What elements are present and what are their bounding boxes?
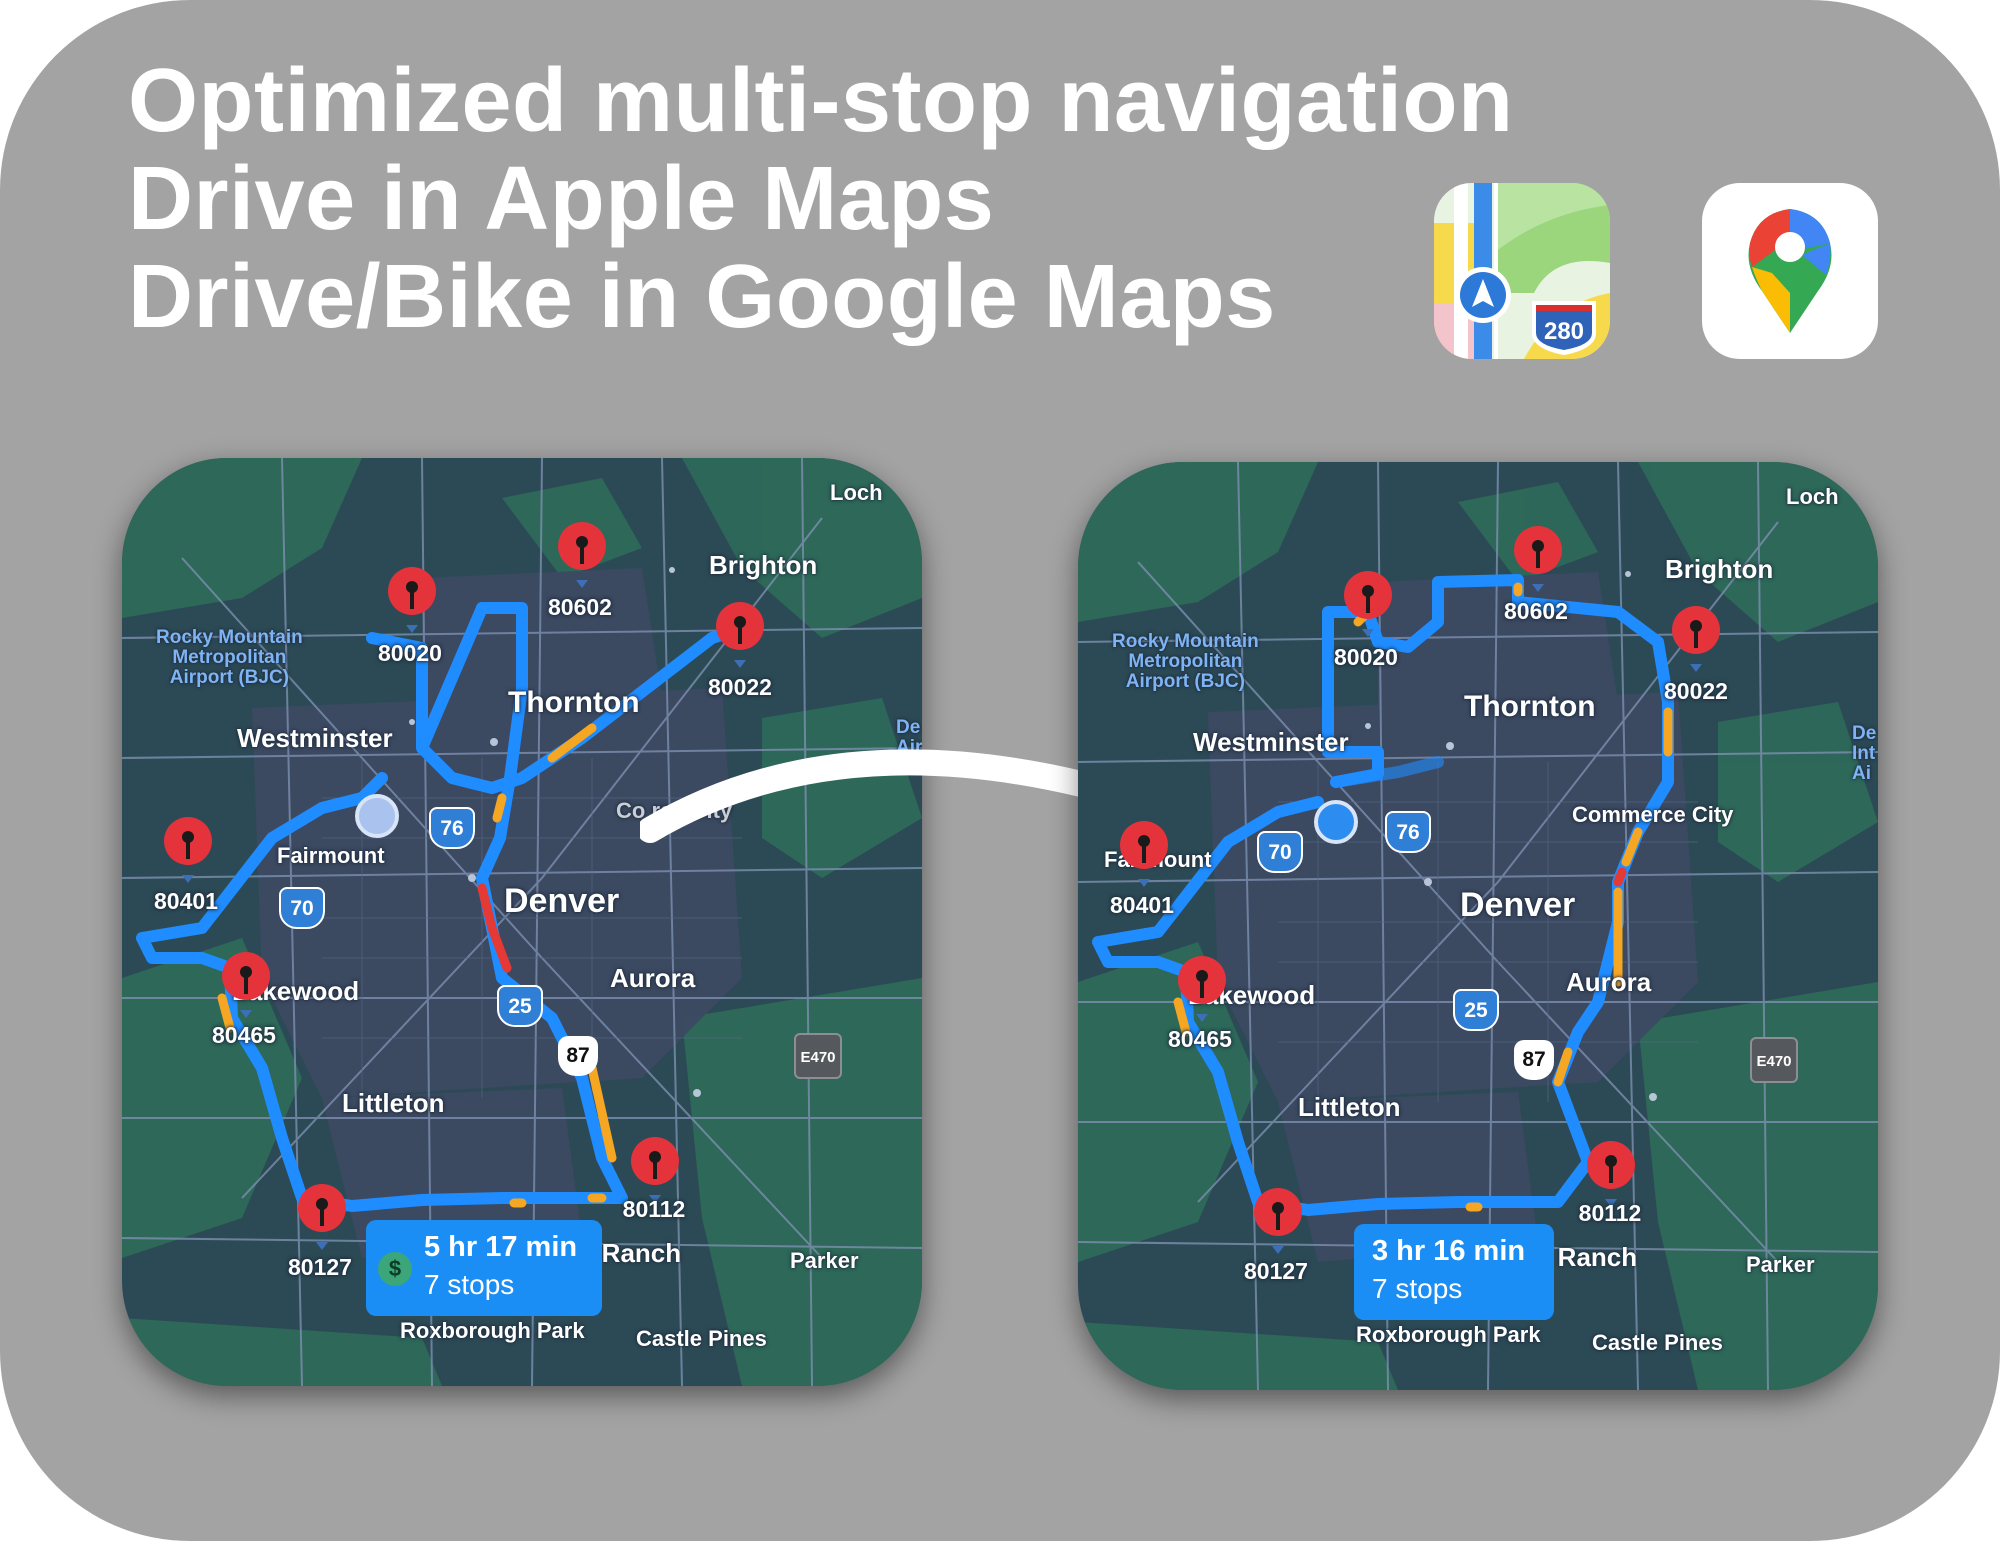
headline-line-3: Drive/Bike in Google Maps [128, 247, 1276, 347]
label-castle-pines: Castle Pines [1592, 1330, 1723, 1355]
headline-line-2: Drive in Apple Maps [128, 149, 995, 249]
route-stop-count: 7 stops [1372, 1273, 1463, 1304]
stop-label-80127: 80127 [288, 1254, 352, 1280]
label-littleton: Littleton [1298, 1092, 1401, 1122]
label-denver-airport: De Int Ai [1852, 723, 1877, 784]
label-littleton: Littleton [342, 1088, 445, 1118]
shield-e470: E470 [794, 1033, 842, 1079]
current-location-dot [355, 794, 399, 838]
label-lochbuie: Loch [1786, 484, 1839, 509]
label-denver: Denver [1460, 886, 1576, 924]
shield-e470: E470 [1750, 1037, 1798, 1083]
apple-icon-shield-number: 280 [1544, 318, 1584, 345]
map-before[interactable]: Brighton Thornton Westminster Fairmount … [122, 458, 922, 1386]
label-brighton: Brighton [709, 550, 818, 580]
label-denver: Denver [504, 882, 620, 920]
label-westminster: Westminster [237, 723, 393, 753]
route-summary-after[interactable]: 3 hr 16 min 7 stops [1354, 1224, 1554, 1320]
shield-i70: 70 [279, 887, 325, 929]
label-lochbuie: Loch [830, 480, 883, 505]
map-pin-icon[interactable] [629, 1135, 681, 1203]
stop-label-80020: 80020 [378, 640, 442, 666]
shield-us87: 87 [558, 1036, 598, 1076]
toll-dollar-icon: $ [378, 1252, 412, 1286]
current-location-dot [1314, 800, 1358, 844]
stop-label-80112: 80112 [1578, 1200, 1642, 1226]
headline: Optimized multi-stop navigation Drive in… [128, 52, 1514, 346]
headline-line-1: Optimized multi-stop navigation [128, 51, 1514, 151]
label-aurora: Aurora [1566, 967, 1652, 997]
shield-i25: 25 [1453, 989, 1499, 1031]
label-aurora: Aurora [610, 963, 696, 993]
shield-i25: 25 [497, 985, 543, 1027]
stop-label-80465: 80465 [1168, 1026, 1232, 1052]
stop-label-80465: 80465 [212, 1022, 276, 1048]
route-before [136, 602, 748, 1212]
map-pin-icon[interactable] [1342, 569, 1394, 637]
shield-i76: 76 [1385, 811, 1431, 853]
label-brighton: Brighton [1665, 554, 1774, 584]
shield-i76: 76 [429, 807, 475, 849]
map-pin-icon[interactable] [220, 950, 272, 1018]
map-pin-icon[interactable] [1176, 954, 1228, 1022]
label-thornton: Thornton [508, 686, 640, 719]
route-duration: 5 hr 17 min [424, 1231, 578, 1263]
label-rocky-mountain-airport: Rocky Mountain Metropolitan Airport (BJC… [156, 627, 303, 688]
google-maps-icon[interactable] [1702, 183, 1878, 359]
label-thornton: Thornton [1464, 690, 1596, 723]
route-duration: 3 hr 16 min [1372, 1235, 1526, 1267]
stop-label-80401: 80401 [1110, 892, 1174, 918]
route-summary-before[interactable]: $ 5 hr 17 min 7 stops [366, 1220, 602, 1316]
map-pin-icon[interactable] [1118, 819, 1170, 887]
stop-label-80602: 80602 [1504, 598, 1568, 624]
map-pin-icon[interactable] [714, 600, 766, 668]
map-after[interactable]: Brighton Thornton Westminster Fairmount … [1078, 462, 1878, 1390]
label-roxborough-park: Roxborough Park [400, 1318, 585, 1343]
shield-i70: 70 [1257, 831, 1303, 873]
label-castle-pines: Castle Pines [636, 1326, 767, 1351]
map-pin-icon[interactable] [296, 1182, 348, 1250]
stop-label-80020: 80020 [1334, 644, 1398, 670]
route-stop-count: 7 stops [424, 1269, 515, 1300]
label-fairmount: Fairmount [277, 843, 385, 868]
stop-label-80401: 80401 [154, 888, 218, 914]
stop-label-80022: 80022 [1664, 678, 1728, 704]
stop-label-80022: 80022 [708, 674, 772, 700]
map-pin-icon[interactable] [1252, 1186, 1304, 1254]
label-westminster: Westminster [1193, 727, 1349, 757]
map-pin-icon[interactable] [1670, 604, 1722, 672]
stop-label-80127: 80127 [1244, 1258, 1308, 1284]
label-parker: Parker [790, 1248, 859, 1273]
label-parker: Parker [1746, 1252, 1815, 1277]
stop-label-80112: 80112 [622, 1196, 686, 1222]
shield-us87: 87 [1514, 1040, 1554, 1080]
stop-label-80602: 80602 [548, 594, 612, 620]
route-after [1092, 574, 1674, 1216]
map-pin-icon[interactable] [386, 565, 438, 633]
map-pin-icon[interactable] [556, 520, 608, 588]
apple-maps-icon[interactable]: 280 [1434, 183, 1610, 359]
map-pin-icon[interactable] [1585, 1139, 1637, 1207]
label-rocky-mountain-airport: Rocky Mountain Metropolitan Airport (BJC… [1112, 631, 1259, 692]
label-roxborough-park: Roxborough Park [1356, 1322, 1541, 1347]
map-pin-icon[interactable] [1512, 524, 1564, 592]
map-pin-icon[interactable] [162, 815, 214, 883]
label-commerce-city: Commerce City [1572, 802, 1734, 827]
